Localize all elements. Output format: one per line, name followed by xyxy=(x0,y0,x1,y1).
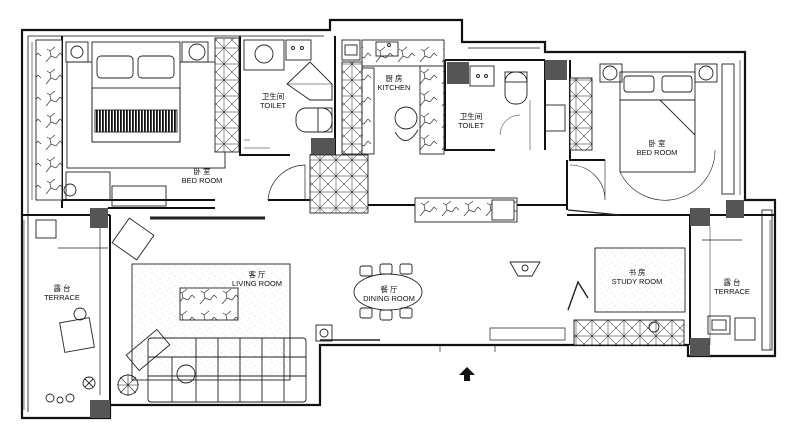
label-toilet-left-zh: 卫生间 xyxy=(261,92,285,101)
study-furniture xyxy=(567,247,686,346)
structural-columns xyxy=(90,60,744,418)
label-toilet-right-zh: 卫生间 xyxy=(459,112,483,121)
label-terrace-right: 露 台 TERRACE xyxy=(714,278,750,296)
entry-threshold xyxy=(439,345,496,352)
label-study-room: 书 房 STUDY ROOM xyxy=(612,268,663,286)
label-study-room-en: STUDY ROOM xyxy=(611,277,663,286)
label-dining-room-zh: 餐 厅 xyxy=(380,285,398,294)
label-terrace-left-en: TERRACE xyxy=(44,293,80,302)
label-terrace-right-zh: 露 台 xyxy=(723,278,741,287)
windows xyxy=(23,42,771,410)
entrance-arrow-icon xyxy=(459,367,475,381)
label-toilet-right-en: TOILET xyxy=(457,121,485,130)
label-terrace-right-en: TERRACE xyxy=(714,287,750,296)
label-kitchen: 厨 房 KITCHEN xyxy=(378,74,411,92)
label-living-room-en: LIVING ROOM xyxy=(231,279,283,288)
label-kitchen-en: KITCHEN xyxy=(377,83,411,92)
toilet-right-fixtures xyxy=(469,65,566,150)
living-room-furniture xyxy=(111,217,380,403)
label-toilet-left-en: TOILET xyxy=(259,101,287,110)
label-bedroom-right-zh: 卧 室 xyxy=(648,139,666,148)
label-bedroom-right: 卧 室 BED ROOM xyxy=(637,139,678,157)
label-kitchen-zh: 厨 房 xyxy=(385,74,403,83)
label-dining-room-en: DINING ROOM xyxy=(363,294,415,303)
label-toilet-right: 卫生间 TOILET xyxy=(458,112,484,130)
master-bedroom-furniture xyxy=(35,37,306,220)
kitchen-fixtures xyxy=(309,39,445,214)
label-master-bedroom-en: BED ROOM xyxy=(181,176,223,185)
left-terrace-furniture xyxy=(35,219,108,404)
label-study-room-zh: 书 房 xyxy=(628,268,646,277)
toilet-left-fixtures xyxy=(243,39,333,149)
right-bedroom-furniture xyxy=(569,63,735,201)
label-toilet-left: 卫生间 TOILET xyxy=(260,92,286,110)
label-living-room-zh: 客 厅 xyxy=(248,270,266,279)
label-living-room: 客 厅 LIVING ROOM xyxy=(232,270,282,288)
label-terrace-left: 露 台 TERRACE xyxy=(44,284,80,302)
right-terrace-furniture xyxy=(702,209,773,351)
label-master-bedroom-zh: 卧 室 xyxy=(193,167,211,176)
label-bedroom-right-en: BED ROOM xyxy=(636,148,678,157)
label-dining-room: 餐 厅 DINING ROOM xyxy=(363,285,415,303)
dining-furniture xyxy=(353,197,621,341)
label-terrace-left-zh: 露 台 xyxy=(53,284,71,293)
label-master-bedroom: 卧 室 BED ROOM xyxy=(182,167,223,185)
